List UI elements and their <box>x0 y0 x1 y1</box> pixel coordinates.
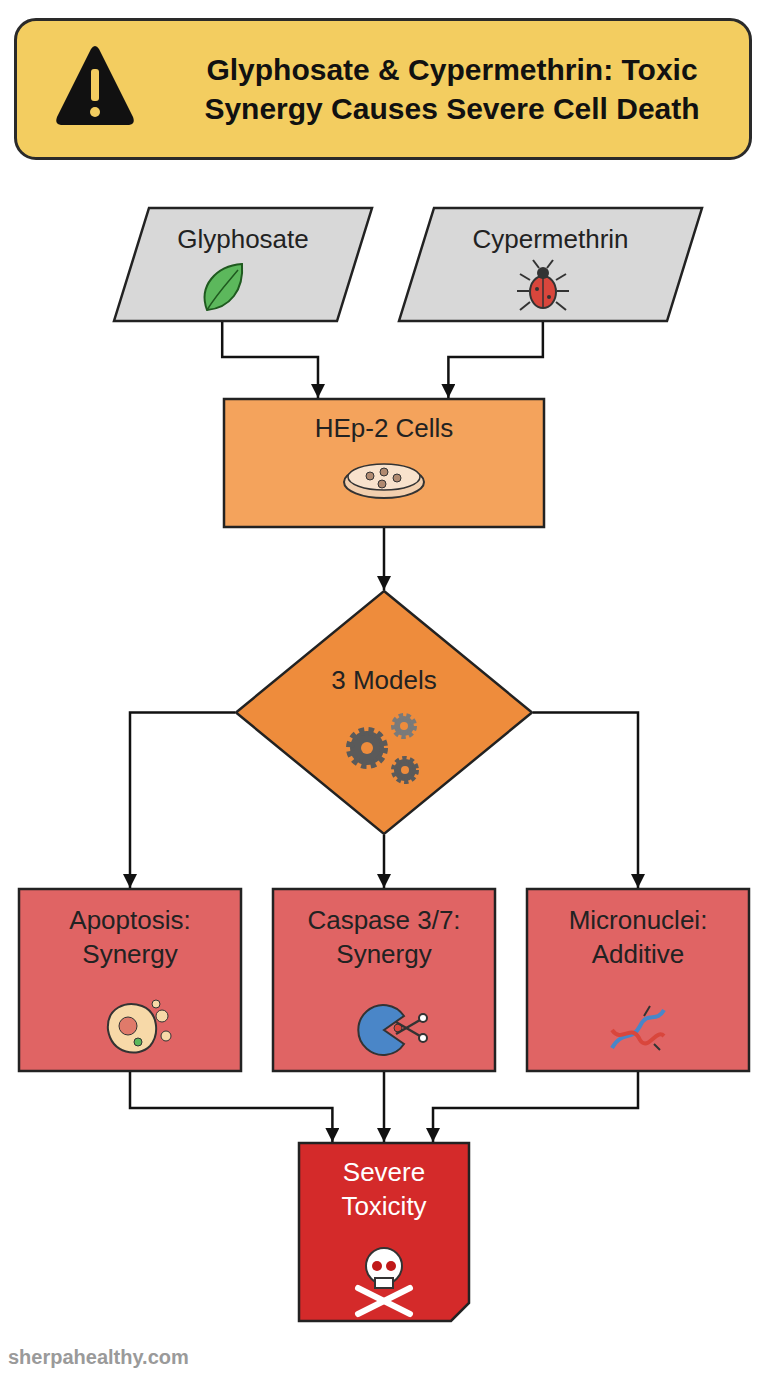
dna-icon <box>612 1006 664 1050</box>
watermark: sherpahealthy.com <box>8 1346 189 1369</box>
node-fill <box>299 1143 469 1321</box>
node-label: Caspase 3/7: Synergy <box>294 904 474 972</box>
node-fill <box>399 208 702 321</box>
outcome-document: Severe Toxicity <box>298 1142 470 1322</box>
input-parallelogram: Glyphosate <box>113 207 373 322</box>
node-text-group: Apoptosis: Synergy <box>18 904 242 972</box>
node-text-group: HEp-2 Cells <box>223 412 545 446</box>
caspase-icon <box>358 1005 427 1055</box>
result-box: Apoptosis: Synergy <box>18 888 242 1072</box>
skull-icon <box>358 1248 410 1314</box>
connector-arrow <box>433 1072 638 1142</box>
decision-diamond: 3 Models <box>235 590 533 835</box>
node-label: Glyphosate <box>177 223 309 257</box>
node-outline <box>235 590 533 835</box>
connector-arrow <box>383 528 386 590</box>
node-text-group: Severe Toxicity <box>298 1156 470 1224</box>
node-fill <box>19 889 241 1071</box>
node-label: Cypermethrin <box>472 223 628 257</box>
connector-arrow <box>130 1072 332 1142</box>
node-text-group: Glyphosate <box>113 223 373 257</box>
apoptotic-cell-icon <box>108 1000 171 1053</box>
warning-triangle <box>56 46 134 125</box>
node-text-group: Micronuclei: Additive <box>526 904 750 972</box>
node-fill <box>527 889 749 1071</box>
node-text-group: Cypermethrin <box>398 223 703 257</box>
input-parallelogram: Cypermethrin <box>398 207 703 322</box>
process-box: HEp-2 Cells <box>223 398 545 528</box>
title-area: Glyphosate & Cypermethrin: Toxic Synergy… <box>157 21 747 157</box>
node-label: Apoptosis: Synergy <box>40 904 220 972</box>
petri-dish-icon <box>344 464 424 498</box>
node-label: 3 Models <box>331 664 437 698</box>
leaf-icon <box>205 264 243 310</box>
result-box: Micronuclei: Additive <box>526 888 750 1072</box>
connector-arrow <box>533 713 638 889</box>
connector-arrow <box>383 1072 386 1142</box>
result-box: Caspase 3/7: Synergy <box>272 888 496 1072</box>
connector-arrow <box>222 322 318 398</box>
gears-icon <box>350 716 416 781</box>
connector-arrow <box>383 835 386 888</box>
diagram-title: Glyphosate & Cypermethrin: Toxic Synergy… <box>157 50 747 128</box>
warning-icon <box>17 21 137 157</box>
node-fill <box>114 208 372 321</box>
node-fill <box>224 399 544 527</box>
title-banner: Glyphosate & Cypermethrin: Toxic Synergy… <box>14 18 752 160</box>
node-fill <box>236 591 532 834</box>
node-label: Micronuclei: Additive <box>548 904 728 972</box>
node-label: HEp-2 Cells <box>315 412 454 446</box>
bug-icon <box>517 260 569 310</box>
warning-dot <box>90 107 100 117</box>
node-label: Severe Toxicity <box>309 1156 459 1224</box>
connector-arrow <box>130 713 235 889</box>
connector-arrow <box>448 322 542 398</box>
warning-mark <box>91 69 99 101</box>
node-text-group: Caspase 3/7: Synergy <box>272 904 496 972</box>
node-fill <box>273 889 495 1071</box>
node-text-group: 3 Models <box>235 664 533 698</box>
